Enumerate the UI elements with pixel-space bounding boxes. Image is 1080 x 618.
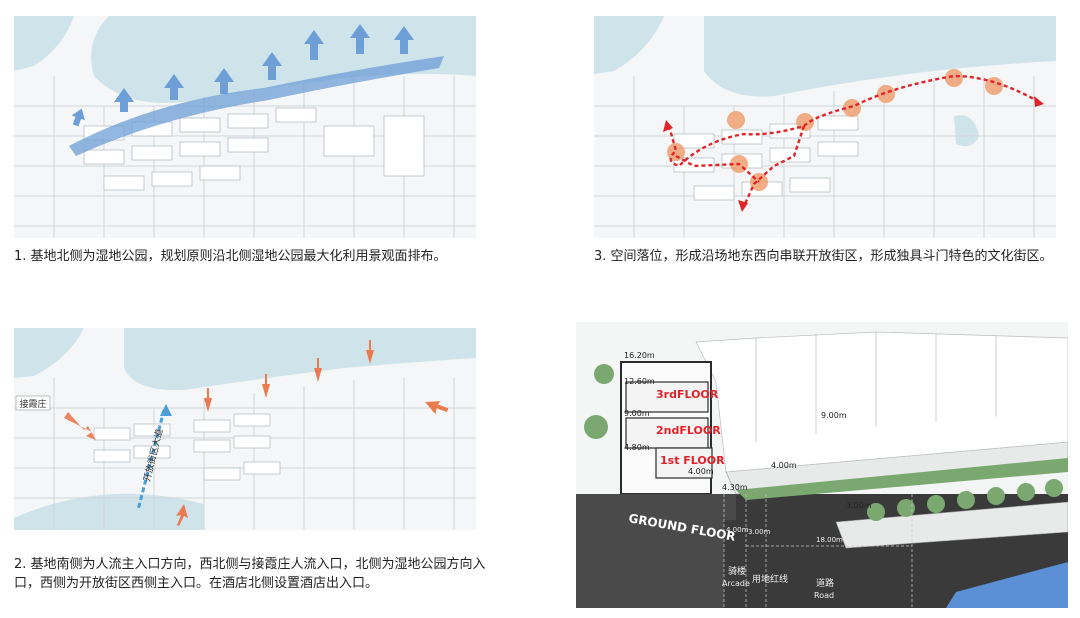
dimension-4-00: 4.00m bbox=[726, 526, 749, 534]
panel-street-route bbox=[594, 16, 1056, 238]
elevation-4-30: 4.30m bbox=[722, 483, 748, 492]
site-map-2: 接霞庄 开放街区大道 bbox=[14, 328, 476, 530]
elevation-9-00-b: 9.00m bbox=[821, 411, 847, 420]
caption-entrances: 2. 基地南侧为人流主入口方向，西北侧与接霞庄人流入口，北侧为湿地公园方向入口，… bbox=[14, 555, 486, 593]
redline-label: 用地红线 bbox=[752, 573, 788, 585]
caption-route: 3. 空间落位，形成沿场地东西向串联开放街区，形成独具斗门特色的文化街区。 bbox=[594, 247, 1064, 266]
road-cn-label: 道路 bbox=[816, 577, 834, 589]
elevation-16-20: 16.20m bbox=[624, 351, 655, 360]
elevation-4-80: 4.80m bbox=[624, 443, 650, 452]
panel-building-section: 3rdFLOOR 2ndFLOOR 1st FLOOR GROUND FLOOR… bbox=[576, 322, 1068, 608]
panel-entrances: 接霞庄 开放街区大道 bbox=[14, 328, 476, 530]
site-map-3 bbox=[594, 16, 1056, 238]
elevation-4-00-a: 4.00m bbox=[688, 467, 714, 476]
panel-landscape-view bbox=[14, 16, 476, 238]
dimension-18-00: 18.00m bbox=[816, 536, 843, 544]
ground-floor-block bbox=[576, 494, 736, 608]
floor-2-label: 2ndFLOOR bbox=[656, 424, 721, 437]
arcade-cn-label: 骑楼 bbox=[728, 565, 746, 577]
arcade-en-label: Arcade bbox=[722, 579, 750, 588]
floor-3-label: 3rdFLOOR bbox=[656, 388, 719, 401]
floor-1-label: 1st FLOOR bbox=[660, 454, 725, 467]
road-en-label: Road bbox=[814, 591, 834, 600]
dimension-3-00: 3.00m bbox=[748, 528, 771, 536]
elevation-9-00-a: 9.00m bbox=[624, 409, 650, 418]
caption-landscape: 1. 基地北侧为湿地公园，规划原则沿北侧湿地公园最大化利用景观面排布。 bbox=[14, 247, 484, 266]
elevation-3-00: 3.00m bbox=[846, 501, 872, 510]
site-map-1 bbox=[14, 16, 476, 238]
elevation-4-00-b: 4.00m bbox=[771, 461, 797, 470]
elevation-12-60: 12.60m bbox=[624, 377, 655, 386]
village-label: 接霞庄 bbox=[19, 398, 46, 410]
section-diagram: 3rdFLOOR 2ndFLOOR 1st FLOOR GROUND FLOOR… bbox=[576, 322, 1068, 608]
